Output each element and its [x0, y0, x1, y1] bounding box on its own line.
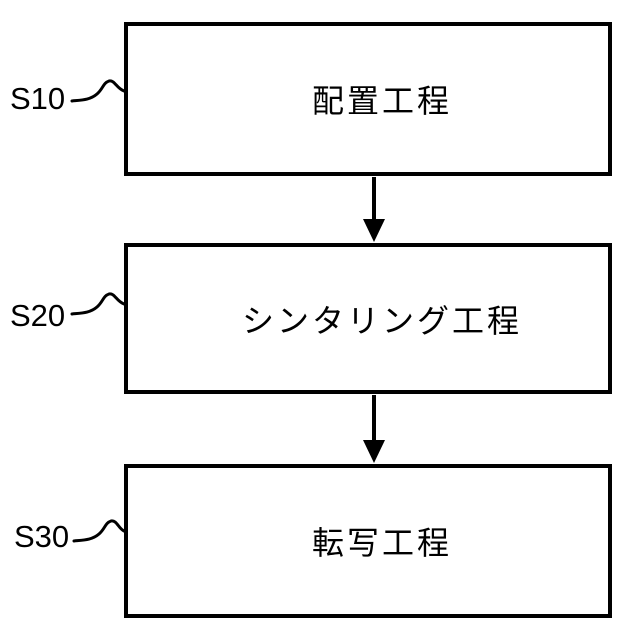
lead-line-s20: [70, 292, 126, 316]
lead-line-s30: [72, 519, 126, 543]
step-label-s20: S20: [10, 298, 66, 333]
lead-line-s10: [70, 79, 126, 103]
process-box-s30: 転写工程: [124, 464, 612, 618]
process-box-s20: シンタリング工程: [124, 243, 612, 394]
step-label-s10: S10: [10, 81, 66, 116]
process-box-s10-label: 配置工程: [311, 83, 452, 119]
process-box-s30-label: 転写工程: [311, 525, 452, 561]
process-box-s10: 配置工程: [124, 22, 612, 176]
step-label-s30: S30: [14, 519, 70, 554]
process-box-s20-label: シンタリング工程: [241, 302, 522, 339]
flow-arrow-s20-to-s30: [363, 395, 385, 463]
flow-arrow-s10-to-s20: [363, 177, 385, 242]
